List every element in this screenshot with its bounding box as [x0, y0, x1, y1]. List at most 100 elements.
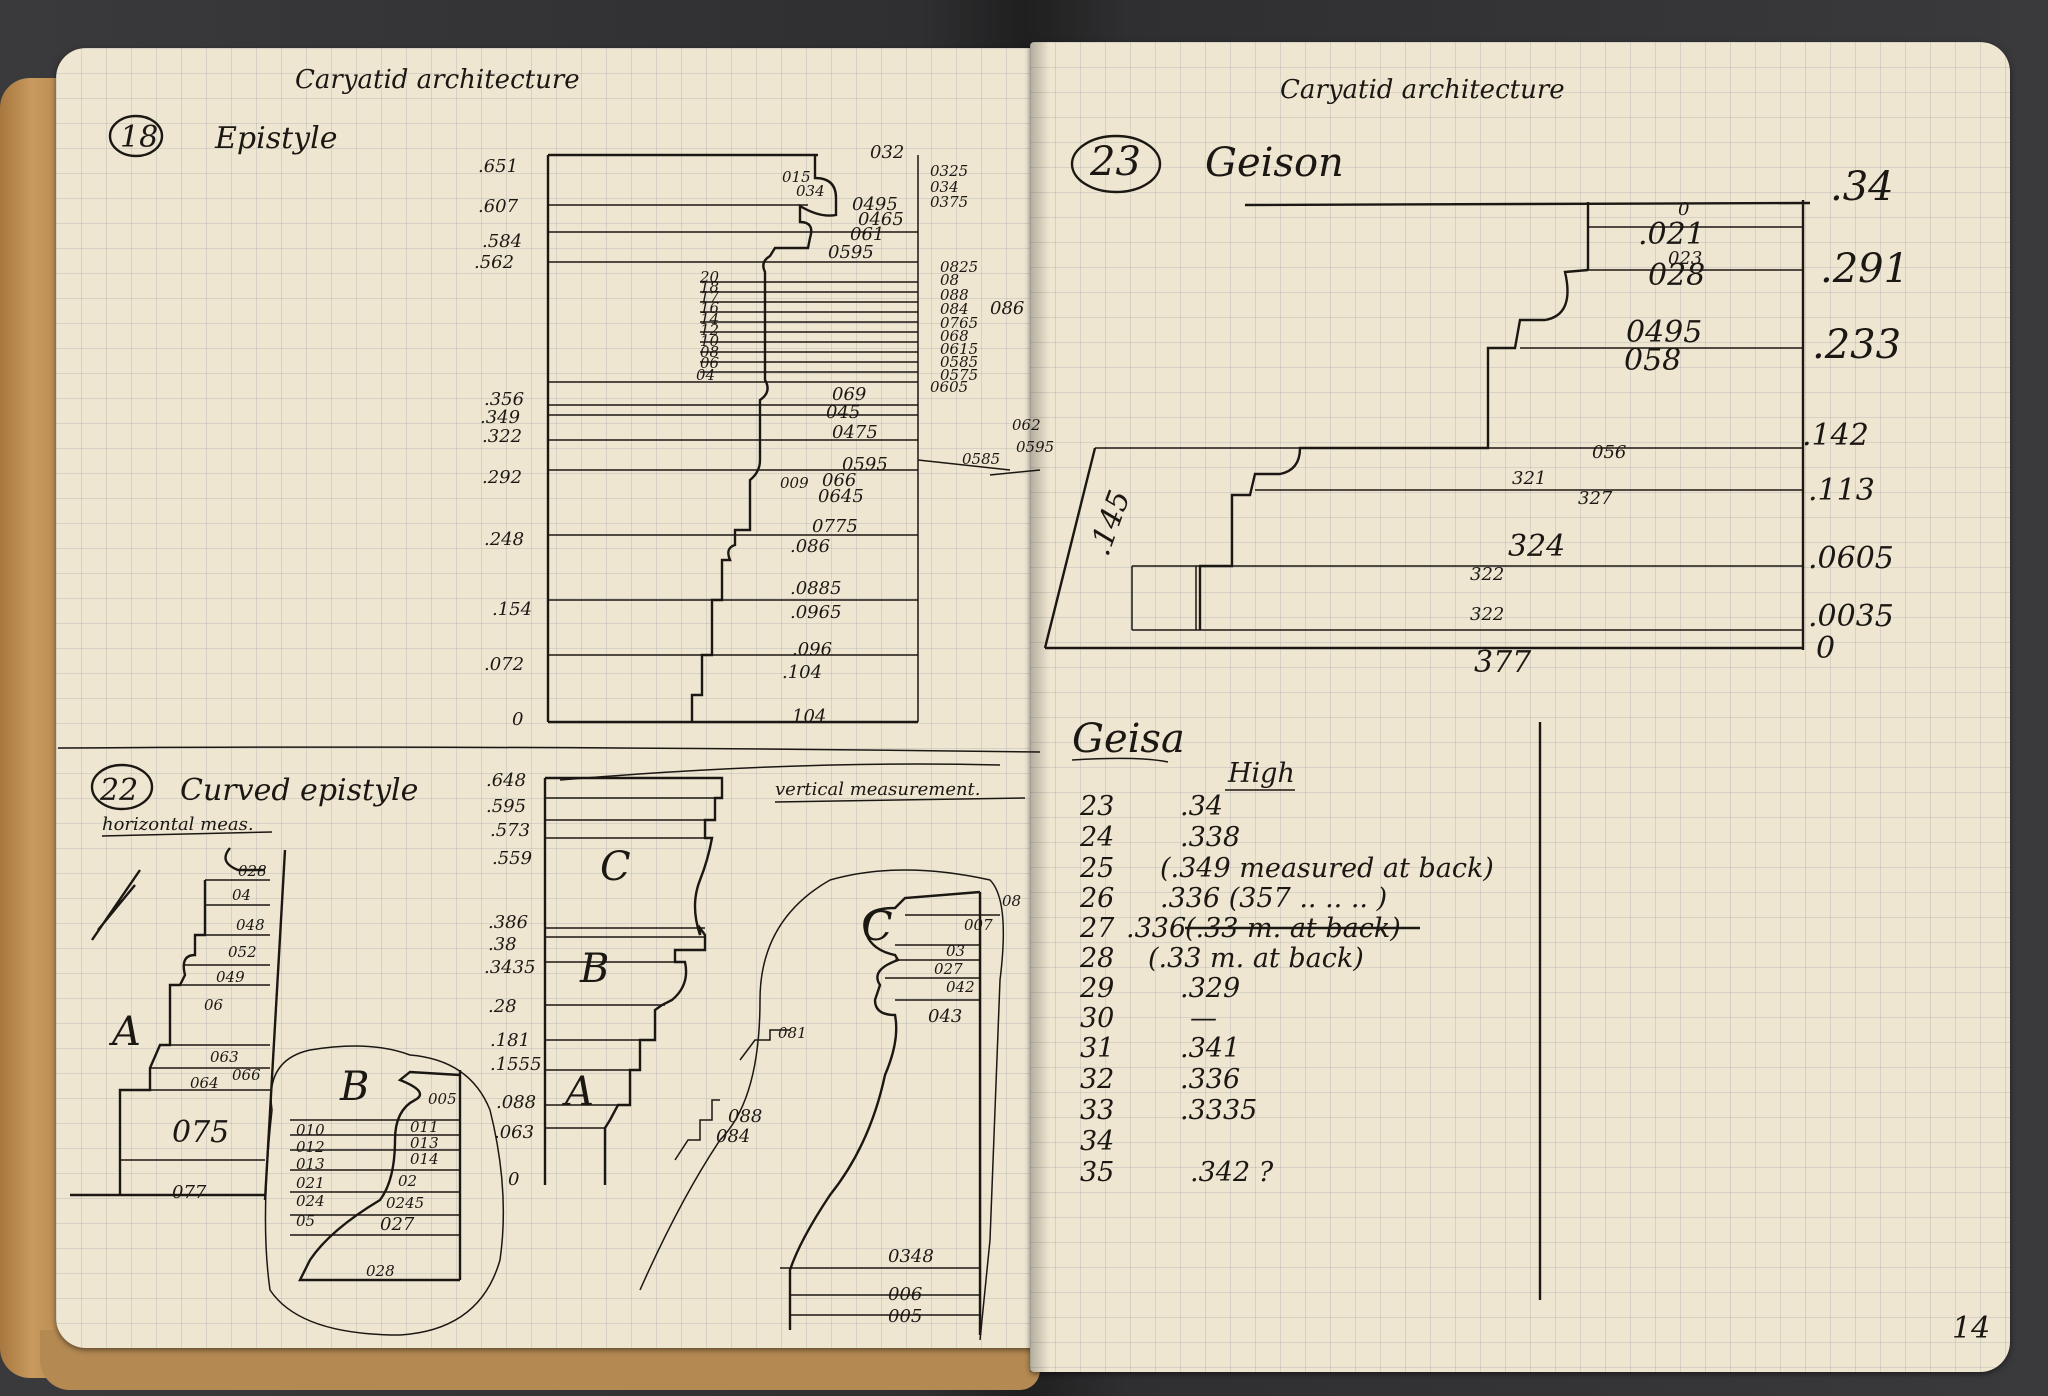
fig23-level-34: .34: [1830, 164, 1894, 210]
geisa-row-val: .342 ?: [1190, 1157, 1274, 1188]
fig18-c-0475: 0475: [832, 422, 878, 443]
fig23-in-327: 327: [1578, 488, 1613, 509]
geisa-row-val: .34: [1180, 791, 1223, 822]
fig23-in-377: 377: [1474, 645, 1532, 680]
fig23-level-291: .291: [1820, 246, 1909, 292]
fig22-d-081: 081: [778, 1024, 807, 1042]
geisa-row-num: 31: [1080, 1033, 1114, 1064]
fig22-level-595: .595: [486, 796, 526, 817]
fig23-level-142: .142: [1802, 418, 1869, 453]
fig18-r-068: 068: [940, 327, 969, 345]
fig22-letter-a-left: A: [108, 1009, 141, 1055]
left-page: [56, 48, 1046, 1348]
fig18-small-04: 04: [696, 366, 715, 384]
fig22-b-011: 011: [410, 1118, 439, 1136]
fig23-title: Geison: [1205, 140, 1344, 186]
fig22-b-024: 024: [296, 1192, 325, 1210]
fig18-small-18: 18: [700, 278, 719, 296]
fig18-small-16: 16: [700, 299, 720, 317]
fig18-r-084: 084: [940, 300, 969, 318]
fig22-level-573: .573: [490, 820, 530, 841]
fig22-d-042: 042: [946, 978, 975, 996]
fig23-in-322a: 322: [1470, 564, 1504, 585]
fig22-note-underline: [774, 797, 1026, 803]
geisa-row-num: 23: [1079, 791, 1114, 822]
fig18-r-0575: 0575: [940, 366, 978, 384]
fig23-in-321: 321: [1512, 468, 1546, 489]
fig18-c-0595: 0595: [828, 242, 874, 263]
fig22-d-08: 08: [1002, 892, 1021, 910]
fig18-number: 18: [120, 120, 158, 155]
geisa-row-val: (.33 m. at back): [1148, 943, 1364, 974]
fig18-r-0375: 0375: [930, 193, 968, 211]
fig18-c-069: 069: [832, 384, 866, 405]
fig22-d-043: 043: [928, 1006, 962, 1027]
fig18-s-062: 062: [1012, 416, 1041, 434]
fig22-a-06: 06: [204, 996, 224, 1014]
fig18-r-0325: 0325: [930, 162, 968, 180]
fig18-r-034: 034: [930, 178, 959, 196]
fig18-c-045: 045: [826, 402, 860, 423]
fig22-level-3435: .3435: [484, 957, 536, 978]
fig22-level-063: .063: [494, 1122, 534, 1143]
fig22-subtitle: horizontal meas.: [102, 814, 254, 835]
fig23-level-0035: .0035: [1808, 599, 1894, 634]
fig22-a-075: 075: [172, 1115, 229, 1150]
fig22-d-007: 007: [964, 916, 993, 934]
fig18-level-248: .248: [484, 529, 524, 550]
fig18-r-0615: 0615: [940, 340, 978, 358]
geisa-row-num: 24: [1079, 822, 1114, 853]
fig23-geison-profile: [1043, 200, 1811, 650]
fig22-profile-stack: [543, 776, 724, 1185]
fig22-number: 22: [99, 773, 138, 808]
fig18-small-015: 015: [782, 168, 811, 186]
fig22-letter-b-stack: B: [579, 946, 609, 992]
fig22-top-stroke: [559, 763, 1001, 781]
fig22-letter-b-lower: B: [339, 1064, 369, 1110]
fig18-small-14: 14: [700, 310, 719, 328]
fig18-level-0: 0: [512, 709, 523, 730]
fig22-profile-b-outline: [264, 1045, 505, 1336]
fig22-a-063: 063: [210, 1048, 239, 1066]
fig18-c-061: 061: [850, 224, 884, 245]
fig18-c-0775: 0775: [812, 516, 858, 537]
geisa-row-val: .329: [1180, 973, 1240, 1004]
fig22-level-28: .28: [488, 996, 517, 1017]
fig22-d-088: 088: [728, 1106, 762, 1127]
fig18-epistyle-profile: [546, 153, 1041, 724]
fig18-r-08: 08: [940, 271, 959, 289]
fig22-d-006: 006: [888, 1284, 922, 1305]
fig18-level-292: .292: [482, 467, 522, 488]
fig23-in-0495: 0495: [1626, 315, 1702, 350]
fig18-small-06: 06: [700, 354, 720, 372]
geisa-row-val: —: [1190, 1003, 1217, 1034]
geisa-row-num: 28: [1079, 943, 1114, 974]
fig22-detail-sketches: [639, 869, 1005, 1341]
right-page: [1030, 42, 2010, 1372]
fig18-c-104: .104: [782, 662, 822, 683]
geisa-row-num: 25: [1079, 853, 1114, 884]
fig23-level-0605: .0605: [1808, 541, 1894, 576]
fig18-s-0595: 0595: [1016, 438, 1054, 456]
fig22-number-circle: [90, 763, 154, 811]
fig22-letter-c-stack: C: [600, 844, 631, 890]
fig22-d-084: 084: [716, 1126, 750, 1147]
fig18-small-08: 08: [700, 343, 719, 361]
geisa-row-num: 35: [1080, 1157, 1114, 1188]
page-number: 14: [1952, 1311, 1990, 1346]
fig18-level-356: .356: [484, 389, 524, 410]
fig18-c-086: .086: [790, 536, 830, 557]
fig18-c-0645: 0645: [818, 486, 864, 507]
geisa-row-val: .341: [1180, 1033, 1240, 1064]
fig18-level-607: .607: [478, 196, 519, 217]
geisa-title-underline: [1071, 757, 1169, 763]
fig22-b-013: 013: [410, 1134, 439, 1152]
fig18-c-066: 066: [822, 470, 856, 491]
fig22-b-0245: 0245: [386, 1194, 424, 1212]
fig22-b-010: 010: [296, 1121, 325, 1139]
fig22-level-559: .559: [492, 848, 532, 869]
fig22-a-028: 028: [238, 862, 267, 880]
fig18-r-0605: 0605: [930, 378, 968, 396]
fig23-in-021: .021: [1638, 217, 1705, 252]
